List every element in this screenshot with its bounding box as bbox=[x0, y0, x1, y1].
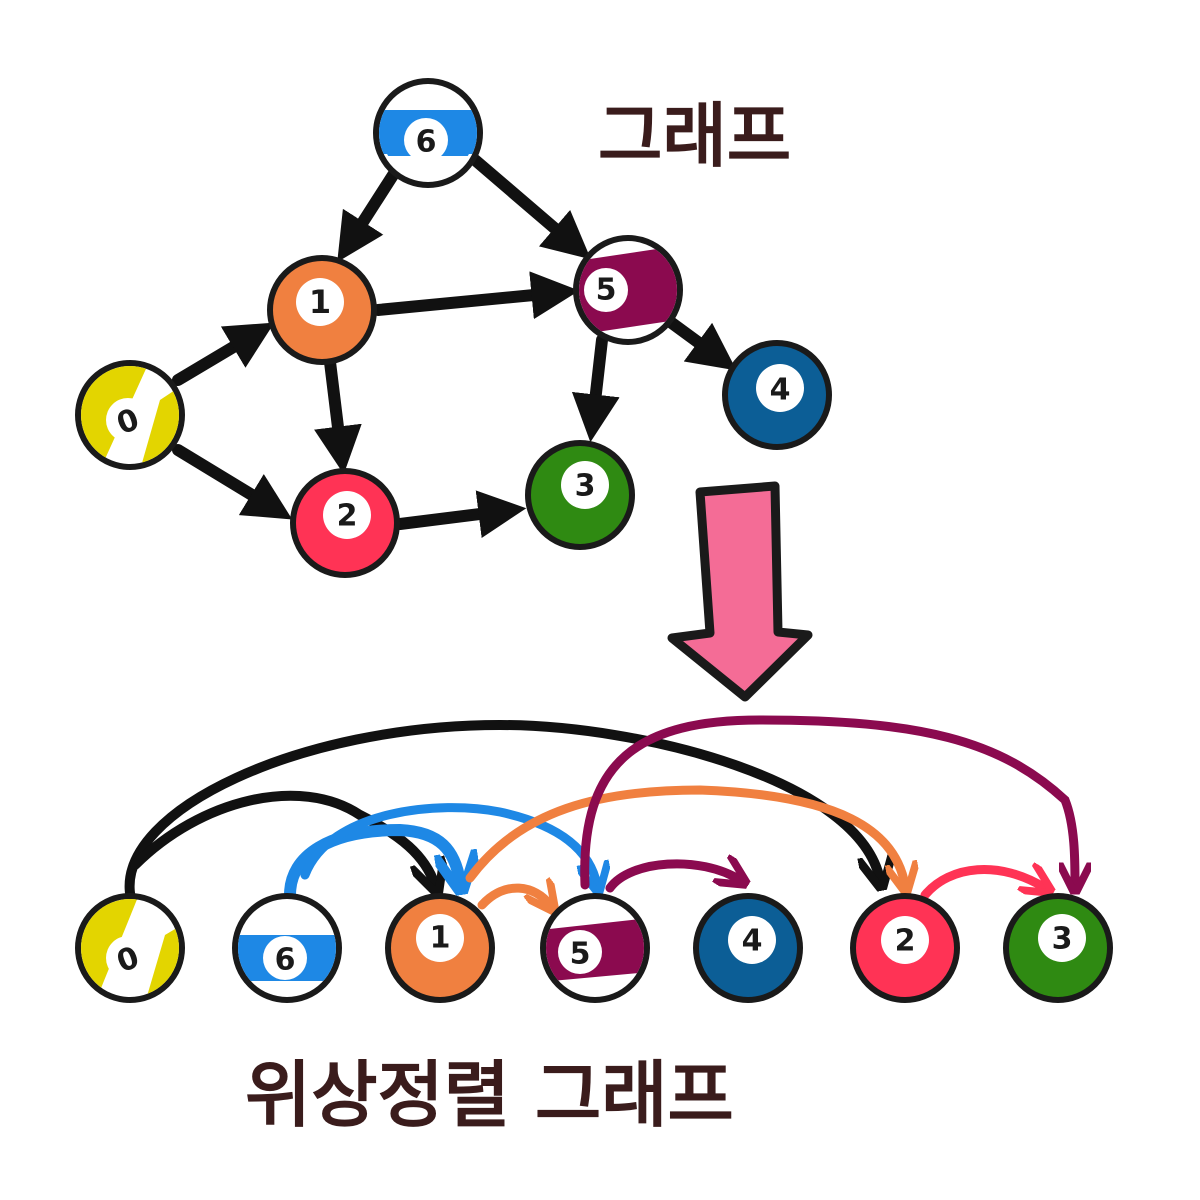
edge-2-3 bbox=[394, 490, 527, 538]
topo-edge-5-4 bbox=[605, 864, 740, 893]
topo-ball-0: 0 bbox=[75, 893, 185, 1003]
topo-edge-0-1 bbox=[130, 790, 435, 885]
topo-ball-5: 5 bbox=[540, 893, 650, 1003]
edge-0-1 bbox=[172, 322, 275, 386]
edge-1-5 bbox=[372, 271, 580, 320]
top-title: 그래프 bbox=[598, 95, 791, 177]
topo-ball-6-label: 6 bbox=[275, 943, 296, 978]
ball-5: 5 bbox=[573, 235, 683, 345]
topo-ball-1-label: 1 bbox=[430, 921, 451, 956]
topo-edge-0-2 bbox=[124, 719, 880, 898]
top-graph-edges bbox=[172, 154, 737, 538]
topo-ball-4: 4 bbox=[693, 893, 803, 1003]
topo-ball-1: 1 bbox=[385, 893, 495, 1003]
ball-4-label: 4 bbox=[770, 373, 791, 408]
ball-5-label: 5 bbox=[596, 273, 617, 308]
edge-5-3 bbox=[571, 334, 620, 443]
topo-edge-2-3 bbox=[920, 870, 1045, 900]
down-arrow bbox=[667, 481, 813, 702]
ball-1: 1 bbox=[267, 255, 377, 365]
topo-edge-6-1 bbox=[284, 823, 460, 901]
ball-2: 2 bbox=[290, 468, 400, 578]
topo-ball-2-label: 2 bbox=[895, 924, 916, 959]
topo-ball-2: 2 bbox=[850, 893, 960, 1003]
ball-2-label: 2 bbox=[337, 499, 358, 534]
ball-3: 3 bbox=[525, 440, 635, 550]
topo-ball-3: 3 bbox=[1003, 893, 1113, 1003]
topo-ball-5-label: 5 bbox=[570, 937, 591, 972]
topo-edge-1-5 bbox=[477, 888, 550, 905]
edge-6-5 bbox=[469, 154, 591, 260]
topo-ball-3-label: 3 bbox=[1052, 922, 1073, 957]
topo-ball-6: 6 bbox=[232, 893, 342, 1003]
edge-6-1 bbox=[337, 166, 401, 263]
edge-0-2 bbox=[172, 444, 293, 520]
topo-ball-4-label: 4 bbox=[742, 924, 763, 959]
topological-edges bbox=[124, 715, 1075, 905]
edge-1-2 bbox=[314, 356, 362, 475]
ball-4: 4 bbox=[722, 340, 832, 450]
topo-edge-6-5 bbox=[300, 803, 597, 885]
edge-5-4 bbox=[659, 312, 737, 371]
ball-6: 6 bbox=[373, 78, 483, 188]
topological-nodes: 0 6 1 5 4 bbox=[75, 893, 1113, 1003]
topo-edge-1-2 bbox=[465, 785, 905, 885]
ball-6-label: 6 bbox=[416, 125, 437, 160]
top-graph: 6 1 5 0 4 bbox=[75, 78, 832, 578]
topo-edge-5-3 bbox=[580, 715, 1075, 885]
ball-0: 0 bbox=[75, 360, 185, 470]
ball-3-label: 3 bbox=[575, 469, 596, 504]
bottom-title: 위상정렬 그래프 bbox=[245, 1053, 734, 1137]
ball-1-label: 1 bbox=[309, 283, 331, 321]
